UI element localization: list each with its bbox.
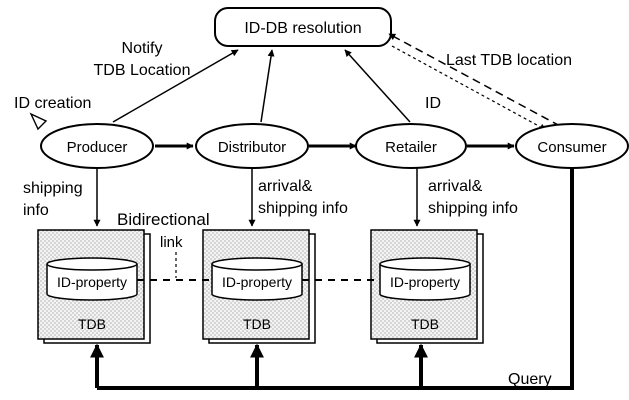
id-property-cylinder-3	[379, 257, 471, 301]
tdb-label-1: TDB	[78, 316, 106, 332]
shipping-info-line1: shipping	[23, 180, 83, 197]
tdb-label-2: TDB	[243, 316, 271, 332]
id-query-arrow	[391, 45, 547, 131]
retailer-label: Retailer	[385, 139, 437, 156]
id-creation-marker	[29, 112, 48, 131]
consumer-node	[515, 123, 629, 169]
id-creation-label: ID creation	[14, 95, 91, 112]
distributor-label: Distributor	[218, 139, 286, 156]
tdb-label-3: TDB	[411, 316, 439, 332]
producer-label: Producer	[67, 139, 128, 156]
id-property-label-2: ID-property	[222, 274, 292, 290]
id-property-label-3: ID-property	[390, 274, 460, 290]
distributor-to-resolver-arrow	[260, 49, 275, 123]
bidirectional-label-line2: link	[160, 234, 183, 251]
notify-label-line1: Notify	[122, 40, 163, 57]
notify-label-line2: TDB Location	[94, 62, 191, 79]
id-property-cylinder-1	[46, 257, 138, 301]
id-db-resolution-box	[214, 7, 392, 47]
id-property-label-1: ID-property	[57, 274, 127, 290]
resolver-label: ID-DB resolution	[244, 20, 361, 37]
distributor-info-line1: arrival&	[258, 178, 313, 195]
producer-node	[40, 123, 154, 169]
retailer-node	[355, 123, 467, 169]
retailer-to-resolver-arrow	[344, 49, 411, 123]
last-tdb-location-arrow	[388, 33, 561, 127]
consumer-label: Consumer	[537, 139, 606, 156]
distributor-info-line2: shipping info	[258, 200, 348, 217]
query-label: Query	[508, 371, 552, 388]
id-label: ID	[425, 95, 441, 112]
query-path	[97, 164, 574, 390]
last-tdb-location-label: Last TDB location	[446, 52, 572, 69]
bidirectional-label-line1: Bidirectional	[117, 210, 210, 229]
shipping-info-line2: info	[23, 202, 49, 219]
retailer-info-line1: arrival&	[428, 178, 483, 195]
id-property-cylinder-2	[211, 257, 303, 301]
notify-arrow	[112, 49, 239, 123]
retailer-info-line2: shipping info	[428, 200, 518, 217]
distributor-node	[195, 123, 309, 169]
